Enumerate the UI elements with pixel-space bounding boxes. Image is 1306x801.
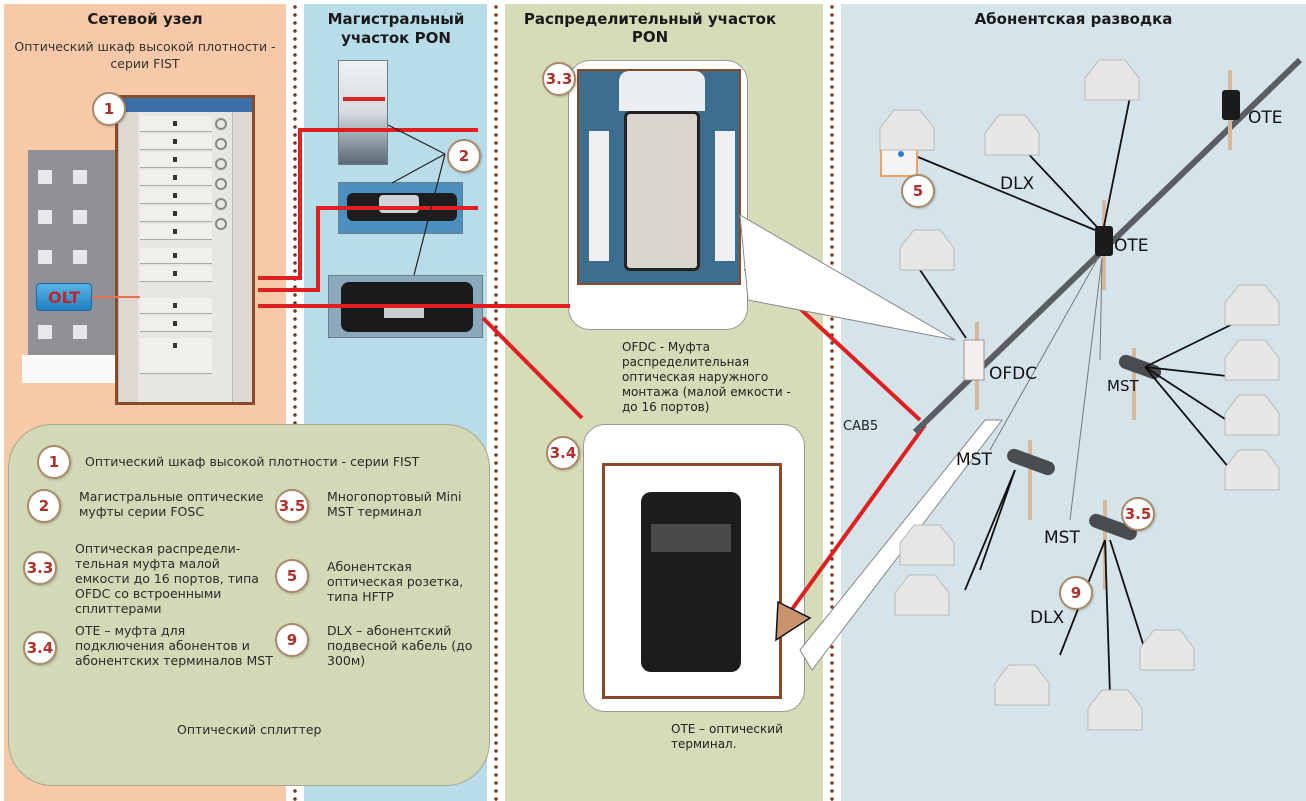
badge-2: 2 xyxy=(447,139,481,173)
legend-text: Оптическая распредели-тельная муфта мало… xyxy=(75,541,259,616)
subscriber-panel xyxy=(841,4,1306,801)
legend-item: 3.5 Многопортовый Mini MST терминал xyxy=(275,489,487,523)
legend-badge: 9 xyxy=(275,623,309,657)
legend-text: Оптический шкаф высокой плотности - сери… xyxy=(85,454,420,469)
legend-badge: 3.5 xyxy=(275,489,309,523)
mst-label-left: MST xyxy=(956,450,992,470)
distribution-title: Распределительный участок PON xyxy=(523,10,777,46)
legend-badge: 3.4 xyxy=(23,631,57,665)
badge-1: 1 xyxy=(92,92,126,126)
legend-text: OTE – муфта для подключения абонентов и … xyxy=(75,623,273,668)
network-node-title: Сетевой узел xyxy=(87,10,203,28)
ote-label-mid: OTE xyxy=(1114,236,1149,256)
legend-text: Многопортовый Mini MST терминал xyxy=(327,489,462,519)
legend-text: Магистральные оптические муфты серии FOS… xyxy=(79,489,264,519)
legend-badge: 5 xyxy=(275,559,309,593)
subscriber-title: Абонентская разводка xyxy=(974,10,1173,28)
badge-3-4: 3.4 xyxy=(546,436,580,470)
legend-badge: 2 xyxy=(27,489,61,523)
legend-text: DLX – абонентский подвесной кабель (до 3… xyxy=(327,623,473,668)
network-node-subtitle: Оптический шкаф высокой плотности - сери… xyxy=(14,39,276,71)
dome-closure-photo xyxy=(338,60,388,165)
ofdc-photo xyxy=(577,69,741,285)
trunk-closure-photo xyxy=(328,275,483,338)
ote-photo xyxy=(602,463,782,699)
ofdc-caption: OFDC - Муфта распределительная оптическа… xyxy=(622,340,791,414)
badge-9: 9 xyxy=(1059,576,1093,610)
ote-photo-frame xyxy=(583,424,805,712)
legend-text: Абонентская оптическая розетка, типа HFT… xyxy=(327,559,464,604)
legend-item: 3.3 Оптическая распредели-тельная муфта … xyxy=(23,541,265,616)
inline-closure-photo xyxy=(338,182,463,234)
mst-label-bottom: MST xyxy=(1044,528,1080,548)
trunk-title: Магистральный участок PON xyxy=(327,10,465,47)
mst-label-right: MST xyxy=(1107,377,1139,395)
ote-label-top: OTE xyxy=(1248,108,1283,128)
badge-3-5: 3.5 xyxy=(1121,497,1155,531)
legend-badge: 1 xyxy=(37,445,71,479)
building-illustration xyxy=(28,150,123,355)
legend-item: 3.4 OTE – муфта для подключения абоненто… xyxy=(23,623,275,668)
section-divider xyxy=(823,0,841,801)
splitter-legend-label: Оптический сплиттер xyxy=(177,722,322,737)
dlx-label-top: DLX xyxy=(1000,174,1035,194)
ofdc-photo-frame xyxy=(568,60,748,330)
legend-badge: 3.3 xyxy=(23,551,57,585)
legend-item: 1 Оптический шкаф высокой плотности - се… xyxy=(37,445,425,479)
dlx-label-bottom: DLX xyxy=(1030,608,1065,628)
badge-3-3: 3.3 xyxy=(542,62,576,96)
badge-5: 5 xyxy=(901,174,935,208)
legend-panel: 1 Оптический шкаф высокой плотности - се… xyxy=(8,424,490,786)
fist-cabinet-image xyxy=(115,95,255,405)
olt-box: OLT xyxy=(36,283,92,311)
cab5-label: CAB5 xyxy=(843,419,879,434)
legend-item: 9 DLX – абонентский подвесной кабель (до… xyxy=(275,623,487,668)
ote-caption: OTE – оптический терминал. xyxy=(671,722,783,751)
building-base xyxy=(22,355,117,383)
legend-item: 5 Абонентская оптическая розетка, типа H… xyxy=(275,559,487,604)
legend-item: 2 Магистральные оптические муфты серии F… xyxy=(27,489,269,523)
ofdc-label: OFDC xyxy=(989,364,1038,384)
